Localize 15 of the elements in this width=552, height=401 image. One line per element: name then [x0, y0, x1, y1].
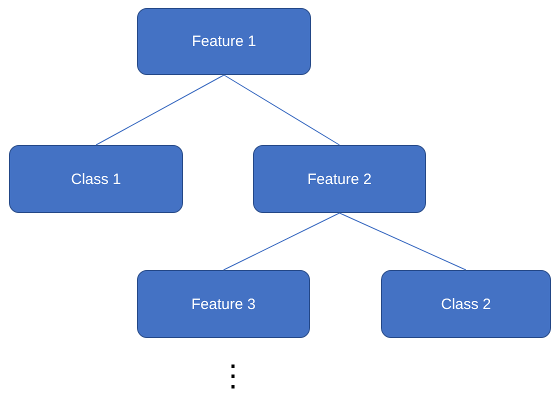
node-label: Feature 1 — [192, 33, 256, 50]
connector-line — [223, 212, 340, 270]
node-box — [137, 270, 310, 338]
node-box — [253, 145, 426, 213]
connector-line — [339, 212, 466, 270]
node-label: Class 1 — [70, 170, 122, 188]
node-box — [9, 145, 183, 213]
node-box — [381, 270, 551, 338]
node-label: Feature 3 — [191, 296, 256, 312]
node-box — [137, 8, 311, 75]
node-label: Feature 2 — [307, 170, 372, 188]
connector-line — [96, 74, 224, 146]
connector-line — [224, 74, 340, 146]
ellipsis-mark: ⋮ — [218, 362, 248, 392]
node-label: Class 2 — [440, 296, 492, 312]
